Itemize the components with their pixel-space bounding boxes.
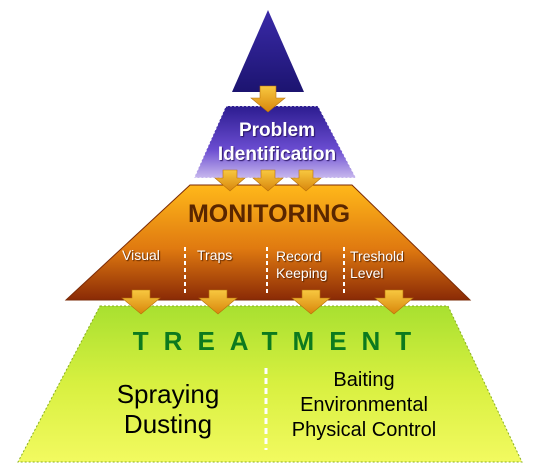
- treatment-title: TREATMENT: [132, 326, 427, 356]
- monitoring-item-visual: Visual: [122, 247, 160, 263]
- down-arrow-icon: [291, 289, 331, 315]
- monitoring-title: MONITORING: [187, 200, 351, 228]
- down-arrow-icon: [198, 289, 238, 315]
- treatment-tier: [17, 305, 523, 463]
- monitoring-item-traps: Traps: [197, 247, 233, 263]
- monitoring-tier: [64, 184, 472, 301]
- monitoring-item-threshold-level: Treshold Level: [350, 248, 404, 281]
- down-arrow-icon: [121, 289, 161, 315]
- problem-identification-tier: [193, 105, 357, 179]
- treatment-methods-right: Baiting Environmental Physical Control: [291, 369, 437, 441]
- monitoring-item-record-keeping: Record Keeping: [276, 248, 328, 281]
- problem-identification-label: Problem: [238, 120, 316, 141]
- down-arrow-icon: [252, 169, 284, 192]
- down-arrow-icon: [290, 169, 322, 192]
- problem-identification-label: Identification: [217, 144, 337, 165]
- down-arrow-icon: [374, 289, 414, 315]
- down-arrow-icon: [214, 169, 246, 192]
- treatment-methods-left: Spraying Dusting: [116, 379, 220, 439]
- top-tier: [232, 10, 304, 92]
- down-arrow-icon: [250, 85, 286, 113]
